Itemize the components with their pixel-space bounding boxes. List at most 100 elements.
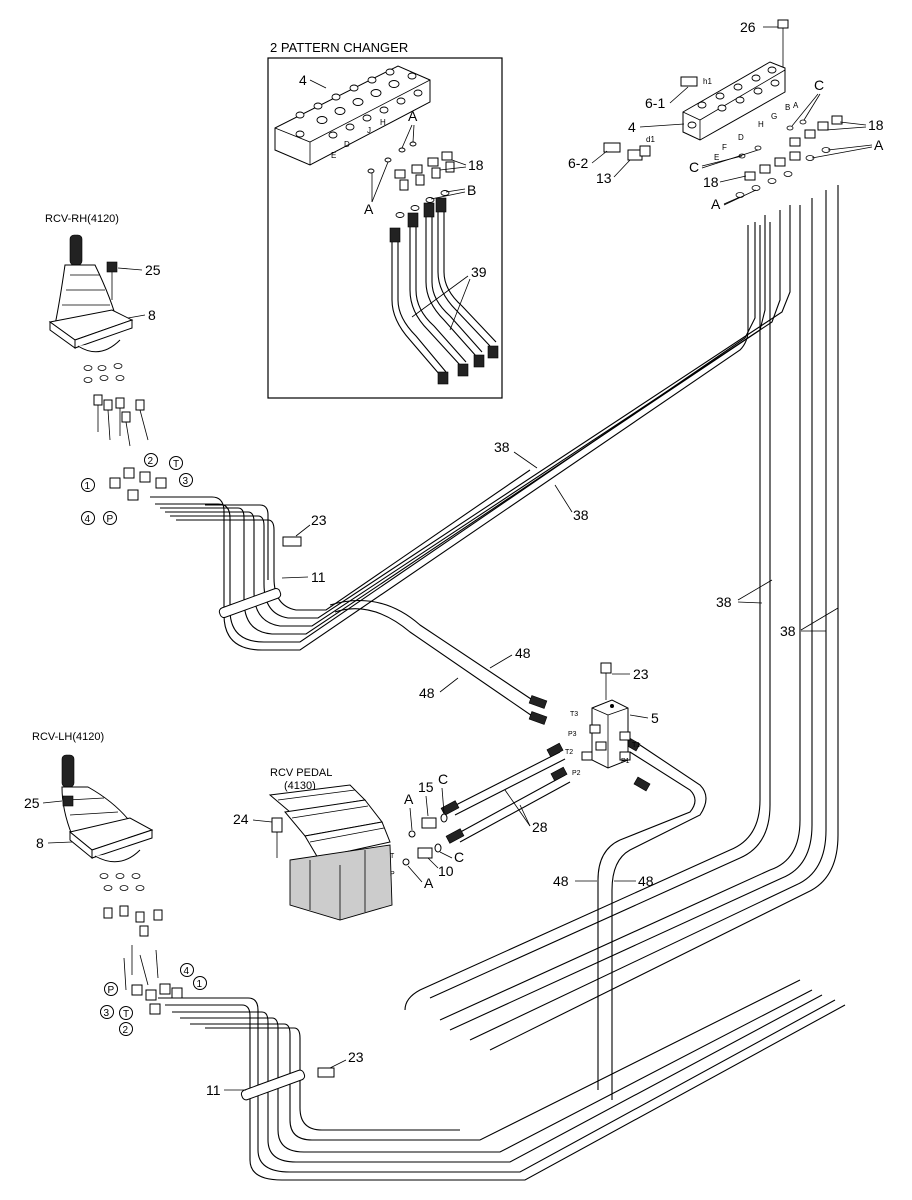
port-h1: h1	[703, 77, 712, 86]
rcv-lh-label-8: 8	[36, 835, 44, 851]
label-a-right: A	[874, 137, 884, 153]
rcv-lh-joystick: RCV-LH(4120)	[32, 731, 154, 863]
pedal-port-p: P	[390, 871, 395, 878]
label-23-valve: 23	[633, 666, 649, 682]
rcv-rh-port-p: P	[107, 514, 114, 525]
label-a-lower: A	[424, 875, 434, 891]
port-t3: T3	[570, 711, 578, 718]
inset-fittings-18	[394, 151, 455, 191]
label-10: 10	[438, 863, 454, 879]
rcv-rh-label-8: 8	[148, 307, 156, 323]
inset-label-4: 4	[299, 72, 307, 88]
rcv-rh-port-2: 2	[148, 456, 154, 467]
label-38-d: 38	[780, 623, 796, 639]
inset-label-39: 39	[471, 264, 487, 280]
rcv-rh-label-25: 25	[145, 262, 161, 278]
label-a-mid: A	[711, 196, 721, 212]
pedal-port-t: T	[390, 853, 395, 860]
port-p1: P1	[621, 758, 630, 765]
rcv-lh-port-3: 3	[104, 1008, 110, 1019]
label-48-c: 48	[553, 873, 569, 889]
pattern-changer-inset: 2 PATTERN CHANGER 4 H J D E	[267, 40, 503, 399]
port-d1: d1	[646, 135, 655, 144]
rcv-lh-adapters	[103, 905, 163, 991]
label-c-top: C	[814, 77, 824, 93]
rcv-lh-port-4: 4	[184, 966, 190, 977]
label-38-c: 38	[716, 594, 732, 610]
label-26: 26	[740, 19, 756, 35]
top-manifold-assembly: 26 h1 6-1 4 d1 6-2 13 A	[568, 19, 884, 212]
port-p3: P3	[568, 731, 577, 738]
inset-manifold-block	[274, 65, 431, 166]
label-48-d: 48	[638, 873, 654, 889]
inset-label-a-bottom: A	[364, 201, 374, 217]
label-13: 13	[596, 170, 612, 186]
rcv-pedal-assembly: RCV PEDAL (4130) T P	[268, 767, 395, 921]
rcv-lh-port-markers	[100, 963, 207, 1036]
label-11-lower: 11	[206, 1082, 221, 1098]
rcv-rh-port-t: T	[173, 459, 179, 470]
port-g: G	[771, 112, 777, 121]
bolt-23-lower	[317, 1067, 335, 1078]
rcv-rh-orings	[83, 363, 125, 383]
rcv-lh-port-2: 2	[123, 1025, 129, 1036]
label-48-b: 48	[419, 685, 435, 701]
rcv-lh-title: RCV-LH(4120)	[32, 731, 104, 743]
bolt-26	[777, 19, 789, 29]
rcv-lh-fittings	[131, 983, 183, 1015]
clamp-11-upper	[218, 587, 282, 619]
port-d: D	[738, 133, 744, 142]
bolt-23-valve	[600, 662, 612, 674]
hose-bundle-lower	[158, 979, 846, 1181]
label-24: 24	[233, 811, 249, 827]
rcv-lh-port-t: T	[123, 1009, 129, 1020]
rcv-rh-port-markers	[81, 453, 193, 525]
label-c-lower: C	[454, 849, 464, 865]
label-c-upper: C	[438, 771, 448, 787]
label-a-upper: A	[404, 791, 414, 807]
pedal-title-line2: (4130)	[284, 780, 316, 792]
label-38-a: 38	[494, 439, 510, 455]
plug-6-2	[603, 142, 621, 153]
label-6-1: 6-1	[645, 95, 665, 111]
label-48-a: 48	[515, 645, 531, 661]
inset-letter-e: E	[331, 151, 336, 160]
label-28: 28	[532, 819, 548, 835]
label-11-upper: 11	[311, 569, 326, 585]
hoses-48	[329, 599, 707, 1100]
shuttle-valve-5	[581, 699, 631, 769]
label-6-2: 6-2	[568, 155, 588, 171]
rcv-rh-port-3: 3	[183, 476, 189, 487]
port-a: A	[793, 101, 799, 110]
label-38-b: 38	[573, 507, 589, 523]
inset-label-a-top: A	[408, 108, 418, 124]
rcv-lh-orings	[99, 873, 145, 891]
label-23-upper: 23	[311, 512, 327, 528]
bolt-23-upper	[282, 536, 302, 547]
hoses-28	[440, 742, 571, 844]
rcv-rh-port-4: 4	[85, 514, 91, 525]
inset-hoses-39	[389, 197, 499, 385]
inset-label-b: B	[467, 182, 476, 198]
pedal-title-line1: RCV PEDAL	[270, 767, 332, 779]
rcv-rh-title: RCV-RH(4120)	[45, 213, 119, 225]
port-b: B	[785, 103, 790, 112]
rcv-rh-joystick: RCV-RH(4120)	[45, 213, 134, 353]
label-15: 15	[418, 779, 434, 795]
port-f: F	[722, 143, 727, 152]
inset-title: 2 PATTERN CHANGER	[270, 40, 408, 55]
rcv-rh-fittings	[109, 467, 167, 501]
hose-bundle-upper	[150, 205, 791, 651]
inset-frame	[267, 57, 503, 399]
port-e: E	[714, 153, 719, 162]
rcv-rh-adapters	[93, 394, 149, 447]
plug-6-1	[680, 76, 698, 87]
label-5: 5	[651, 710, 659, 726]
label-18-mid: 18	[703, 174, 719, 190]
bolt-24	[271, 817, 283, 833]
rcv-lh-label-25: 25	[24, 795, 40, 811]
port-t2: T2	[565, 749, 573, 756]
rcv-lh-port-1: 1	[197, 979, 203, 990]
label-18-right: 18	[868, 117, 884, 133]
